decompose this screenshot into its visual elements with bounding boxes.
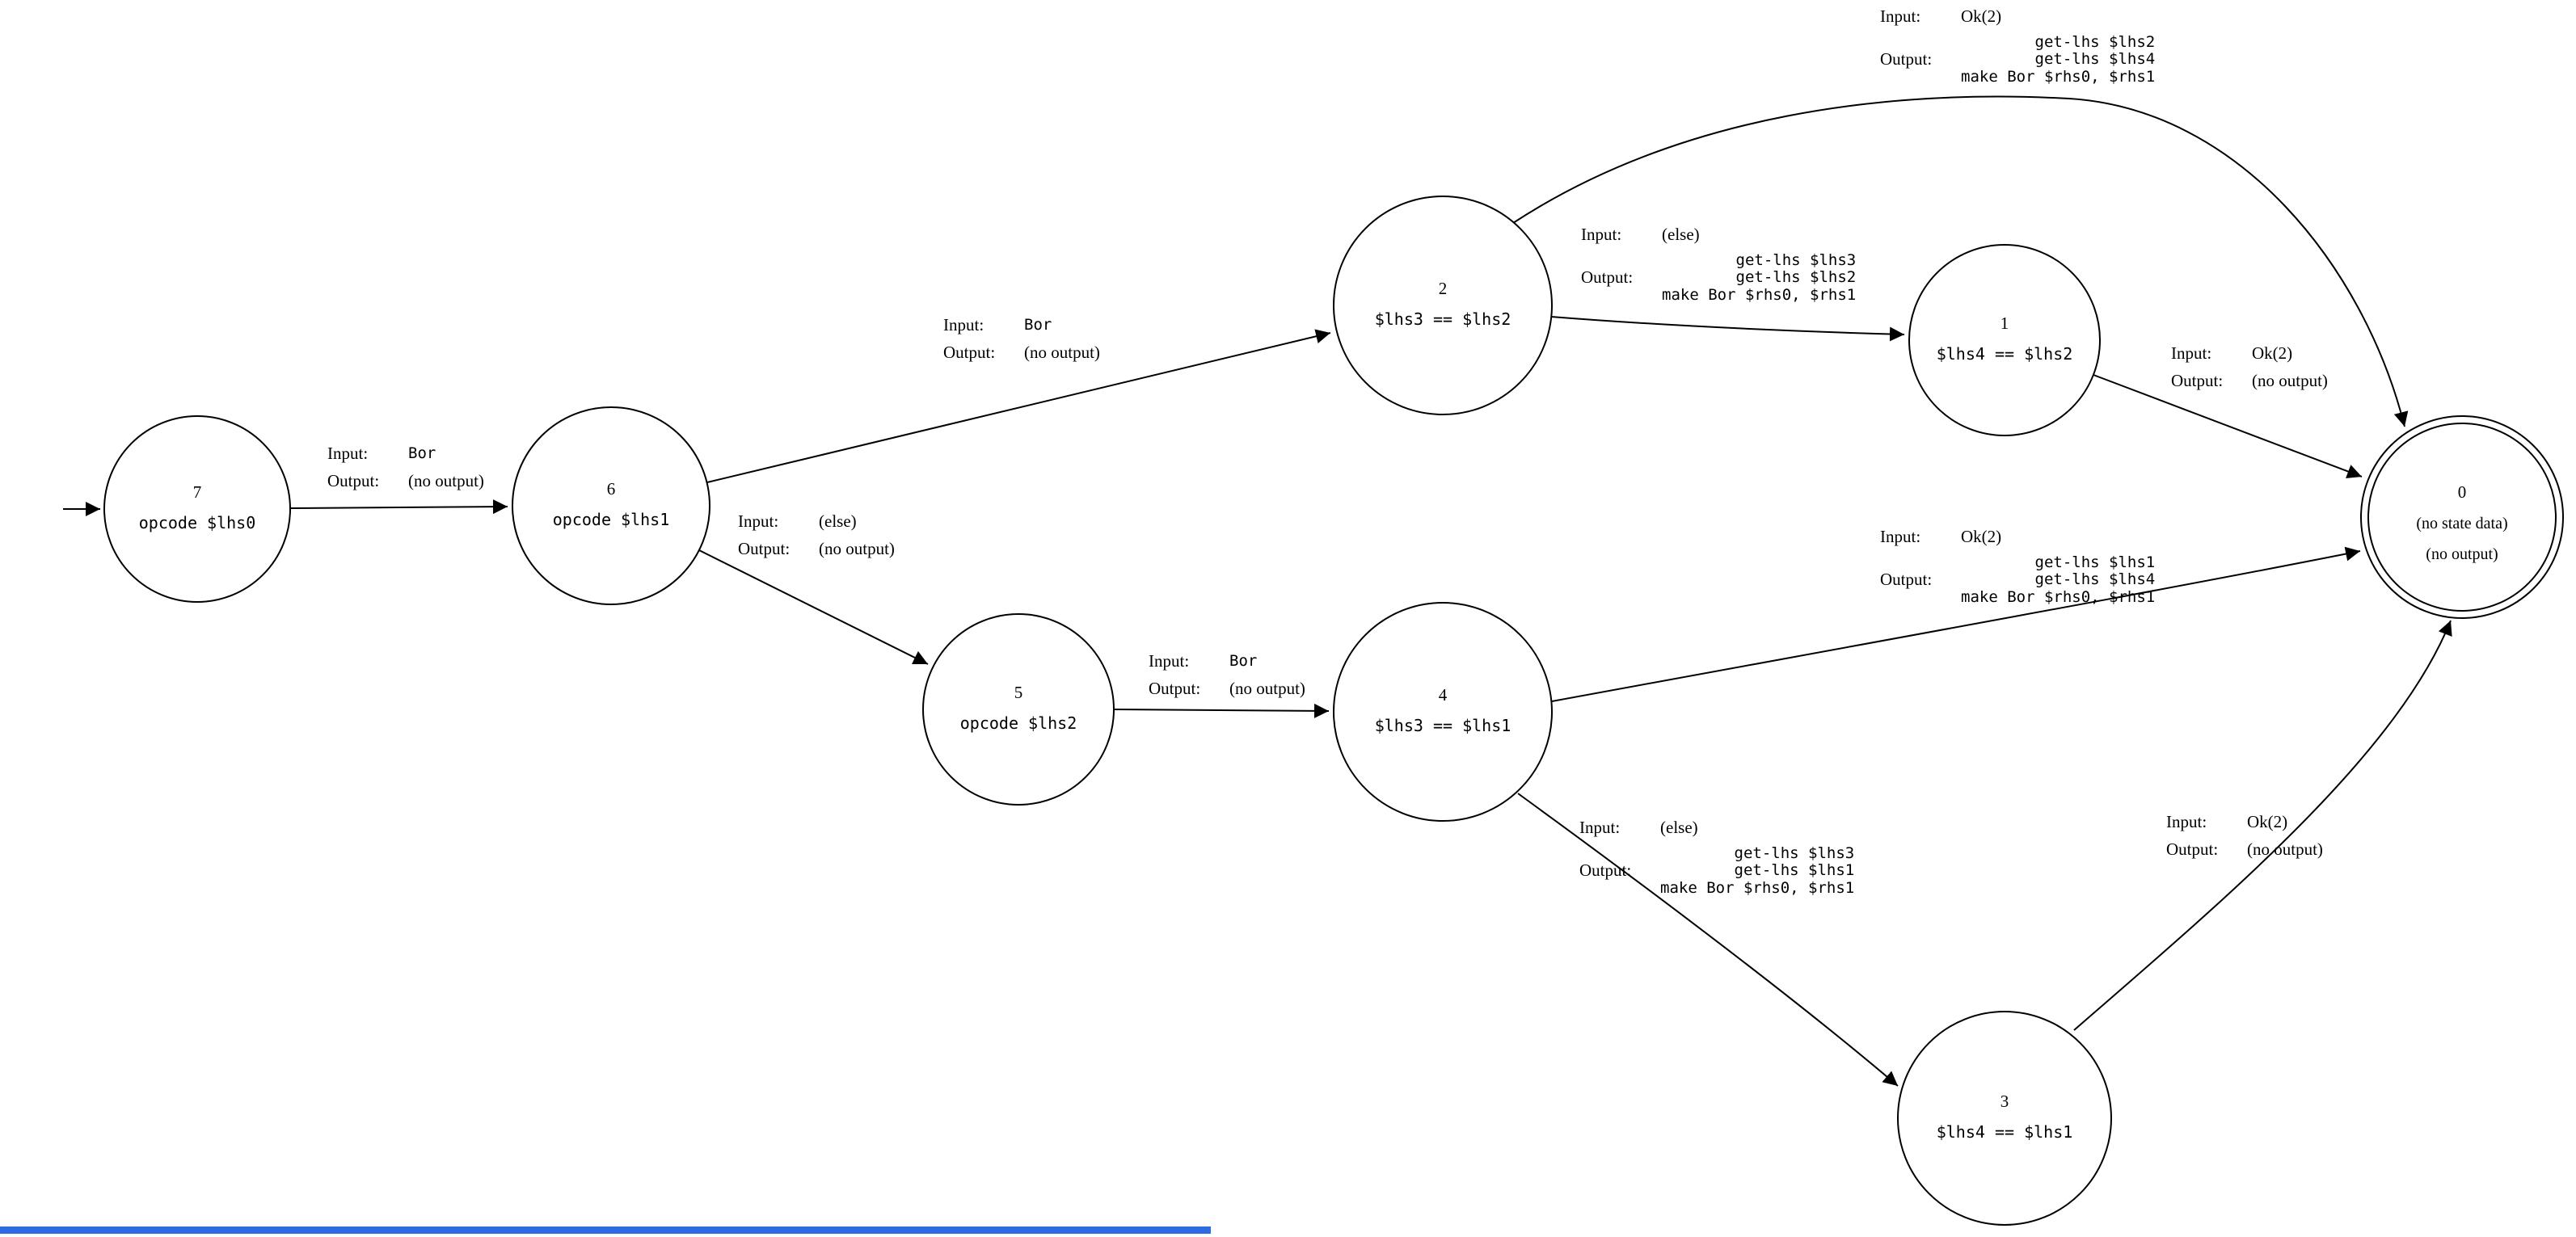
transition-edge-4-3	[1517, 793, 1899, 1087]
state-data-text: $lhs3 == $lhs2	[1375, 309, 1511, 329]
state-circle-4	[1333, 602, 1553, 822]
transition-edge-7-6	[289, 499, 508, 515]
transition-edge-1-0	[2093, 374, 2363, 479]
state-data-text: (no output)	[2426, 545, 2498, 563]
state-data-text: (no state data)	[2416, 515, 2507, 532]
state-number: 4	[1439, 685, 1448, 705]
state-node-5: 5 opcode $lhs2	[922, 613, 1115, 806]
state-inner-circle-0	[2367, 423, 2557, 612]
state-circle-1	[1908, 244, 2101, 436]
transition-edge-4-0	[1551, 546, 2361, 702]
state-node-2: 2 $lhs3 == $lhs2	[1333, 196, 1553, 415]
state-data-text: opcode $lhs2	[960, 713, 1077, 733]
state-number: 1	[2001, 313, 2009, 333]
state-number: 6	[607, 479, 616, 499]
transition-edge-6-2	[706, 329, 1331, 483]
state-number: 0	[2458, 482, 2467, 502]
state-node-0: 0 (no state data) (no output)	[2360, 415, 2564, 619]
state-number: 3	[2001, 1092, 2009, 1111]
state-circle-5	[922, 613, 1115, 806]
transition-edge-3-0	[2073, 620, 2452, 1031]
state-data-text: opcode $lhs0	[139, 513, 256, 532]
state-circle-6	[512, 406, 710, 605]
state-circle-7	[103, 415, 291, 603]
state-number: 7	[193, 482, 202, 502]
state-data-text: $lhs4 == $lhs1	[1937, 1122, 2073, 1142]
transition-edge-2-1	[1550, 316, 1905, 342]
state-data-text: $lhs3 == $lhs1	[1375, 716, 1511, 735]
state-node-7: 7 opcode $lhs0	[103, 415, 291, 603]
state-node-3: 3 $lhs4 == $lhs1	[1897, 1011, 2112, 1226]
transition-edge-5-4	[1113, 703, 1330, 718]
state-circle-3	[1897, 1011, 2112, 1226]
transition-edge-2-0	[1512, 95, 2409, 427]
state-number: 2	[1439, 279, 1448, 298]
state-number: 5	[1014, 683, 1023, 702]
bottom-blue-bar	[0, 1226, 1211, 1234]
state-node-4: 4 $lhs3 == $lhs1	[1333, 602, 1553, 822]
state-node-1: 1 $lhs4 == $lhs2	[1908, 244, 2101, 436]
transition-edge-6-5	[698, 549, 929, 665]
state-node-6: 6 opcode $lhs1	[512, 406, 710, 605]
state-circle-2	[1333, 196, 1553, 415]
state-data-text: $lhs4 == $lhs2	[1937, 344, 2073, 364]
state-data-text: opcode $lhs1	[553, 510, 670, 529]
